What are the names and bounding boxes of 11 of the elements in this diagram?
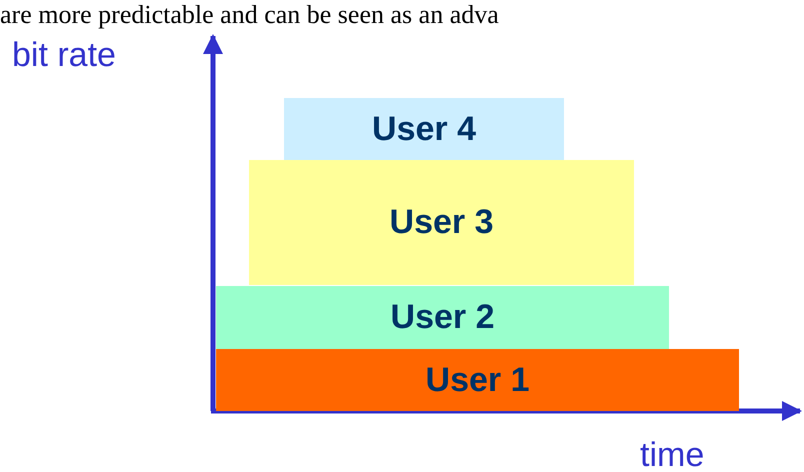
user-label: User 3 [390,203,494,242]
user-label: User 4 [372,110,476,148]
bar-segment [284,98,564,160]
user-label: User 1 [426,360,530,400]
user-label: User 2 [390,298,494,337]
bar-segment [249,160,634,285]
caption-text: are more predictable and can be seen as an adva [0,2,499,28]
bar-segment [216,286,669,349]
axis-label: time [640,438,704,472]
axis-label: bit rate [12,38,116,72]
bar-segment [216,349,739,411]
